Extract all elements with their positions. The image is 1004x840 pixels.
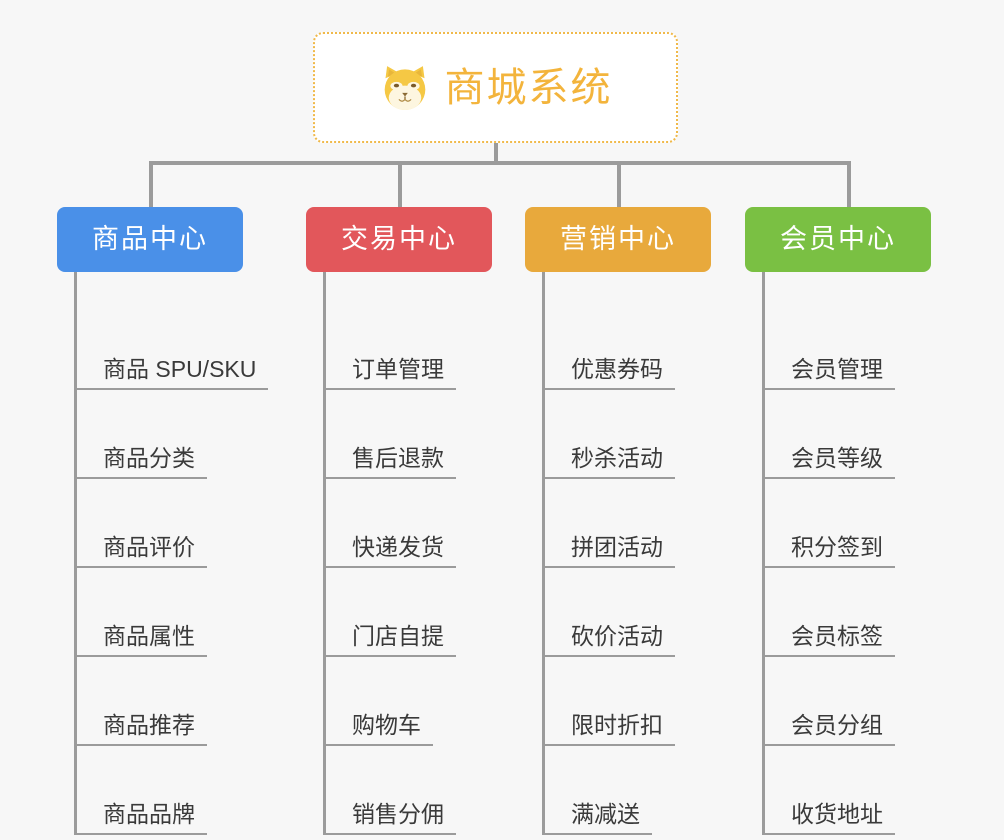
branch-item[interactable]: 秒杀活动 xyxy=(545,390,711,479)
branch-item-label: 商品 SPU/SKU xyxy=(103,355,257,382)
branch-item[interactable]: 积分签到 xyxy=(765,479,931,568)
branch-item-label: 会员分组 xyxy=(791,711,883,738)
branch-header-product-center[interactable]: 商品中心 xyxy=(57,207,243,272)
branch-item[interactable]: 会员标签 xyxy=(765,568,931,657)
branch-member-center: 会员中心 会员管理 会员等级 积分签到 会员标签 会员分组 收货地址 xyxy=(745,207,931,835)
branch-item-label: 购物车 xyxy=(352,711,421,738)
branch-item[interactable]: 快递发货 xyxy=(326,479,492,568)
branch-item[interactable]: 拼团活动 xyxy=(545,479,711,568)
branch-item-label: 秒杀活动 xyxy=(571,444,663,471)
branch-trade-center: 交易中心 订单管理 售后退款 快递发货 门店自提 购物车 销售分佣 xyxy=(306,207,492,835)
branch-item[interactable]: 砍价活动 xyxy=(545,568,711,657)
branch-spine-trade-center: 订单管理 售后退款 快递发货 门店自提 购物车 销售分佣 xyxy=(323,272,492,835)
connector-drop-1 xyxy=(149,161,153,209)
branch-item[interactable]: 会员管理 xyxy=(765,301,931,390)
branch-item-label: 收货地址 xyxy=(791,800,883,827)
branch-item[interactable]: 满减送 xyxy=(545,746,711,835)
dog-face-icon xyxy=(379,62,431,114)
branch-item-label: 商品属性 xyxy=(103,622,195,649)
connector-drop-3 xyxy=(617,161,621,209)
branch-item-label: 砍价活动 xyxy=(571,622,663,649)
connector-bus xyxy=(149,161,851,165)
branch-item-label: 会员管理 xyxy=(791,355,883,382)
branch-item-label: 会员标签 xyxy=(791,622,883,649)
branch-item-label: 商品分类 xyxy=(103,444,195,471)
branch-item-label: 门店自提 xyxy=(352,622,444,649)
branch-item[interactable]: 门店自提 xyxy=(326,568,492,657)
branch-item-label: 订单管理 xyxy=(352,355,444,382)
branch-item[interactable]: 收货地址 xyxy=(765,746,931,835)
branch-header-trade-center[interactable]: 交易中心 xyxy=(306,207,492,272)
branch-item[interactable]: 商品品牌 xyxy=(77,746,268,835)
branch-item-label: 销售分佣 xyxy=(352,800,444,827)
root-title: 商城系统 xyxy=(444,65,613,110)
branch-header-label: 商品中心 xyxy=(92,224,208,254)
branch-item-label: 积分签到 xyxy=(791,533,883,560)
branch-spine-product-center: 商品 SPU/SKU 商品分类 商品评价 商品属性 商品推荐 商品品牌 xyxy=(74,272,269,835)
branch-marketing-center: 营销中心 优惠券码 秒杀活动 拼团活动 砍价活动 限时折扣 满减送 xyxy=(525,207,711,835)
root-node[interactable]: 商城系统 xyxy=(313,32,678,143)
branch-item[interactable]: 订单管理 xyxy=(326,301,492,390)
branch-product-center: 商品中心 商品 SPU/SKU 商品分类 商品评价 商品属性 商品推荐 商品品牌 xyxy=(57,207,269,835)
branch-item-label: 满减送 xyxy=(571,800,640,827)
branch-item-label: 商品品牌 xyxy=(103,800,195,827)
branch-item[interactable]: 售后退款 xyxy=(326,390,492,479)
branch-item[interactable]: 优惠券码 xyxy=(545,301,711,390)
branch-item-label: 优惠券码 xyxy=(571,355,663,382)
branch-item-label: 限时折扣 xyxy=(571,711,663,738)
branch-item-label: 快递发货 xyxy=(352,533,444,560)
connector-drop-4 xyxy=(847,161,851,209)
branch-item[interactable]: 限时折扣 xyxy=(545,657,711,746)
branch-item[interactable]: 购物车 xyxy=(326,657,492,746)
branch-spine-marketing-center: 优惠券码 秒杀活动 拼团活动 砍价活动 限时折扣 满减送 xyxy=(542,272,711,835)
branch-item[interactable]: 商品推荐 xyxy=(77,657,268,746)
connector-drop-2 xyxy=(398,161,402,209)
branch-item[interactable]: 商品分类 xyxy=(77,390,268,479)
branch-item-label: 商品评价 xyxy=(103,533,195,560)
branch-item[interactable]: 商品评价 xyxy=(77,479,268,568)
branch-header-label: 营销中心 xyxy=(560,224,676,254)
branch-header-label: 交易中心 xyxy=(341,224,457,254)
branch-item-label: 商品推荐 xyxy=(103,711,195,738)
connector-stem xyxy=(494,143,498,163)
branch-item[interactable]: 商品 SPU/SKU xyxy=(77,301,269,390)
branch-spine-member-center: 会员管理 会员等级 积分签到 会员标签 会员分组 收货地址 xyxy=(762,272,931,835)
branch-item-label: 会员等级 xyxy=(791,444,883,471)
branch-item[interactable]: 销售分佣 xyxy=(326,746,492,835)
branch-item-label: 拼团活动 xyxy=(571,533,663,560)
branch-item[interactable]: 会员分组 xyxy=(765,657,931,746)
branch-header-marketing-center[interactable]: 营销中心 xyxy=(525,207,711,272)
branch-header-label: 会员中心 xyxy=(780,224,896,254)
branch-item-label: 售后退款 xyxy=(352,444,444,471)
branch-item[interactable]: 会员等级 xyxy=(765,390,931,479)
branch-header-member-center[interactable]: 会员中心 xyxy=(745,207,931,272)
branch-item[interactable]: 商品属性 xyxy=(77,568,268,657)
